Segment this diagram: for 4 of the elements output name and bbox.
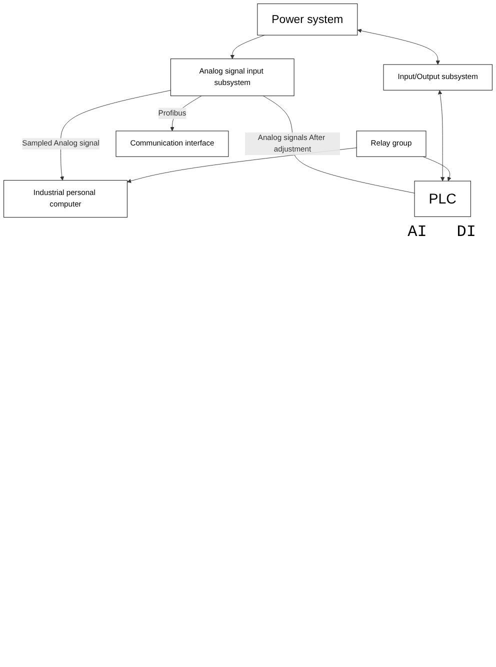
node-box: PLC (414, 180, 471, 217)
port-label: DI (456, 223, 476, 242)
port-label: AI (408, 223, 427, 242)
node-box: Power system (257, 4, 358, 36)
